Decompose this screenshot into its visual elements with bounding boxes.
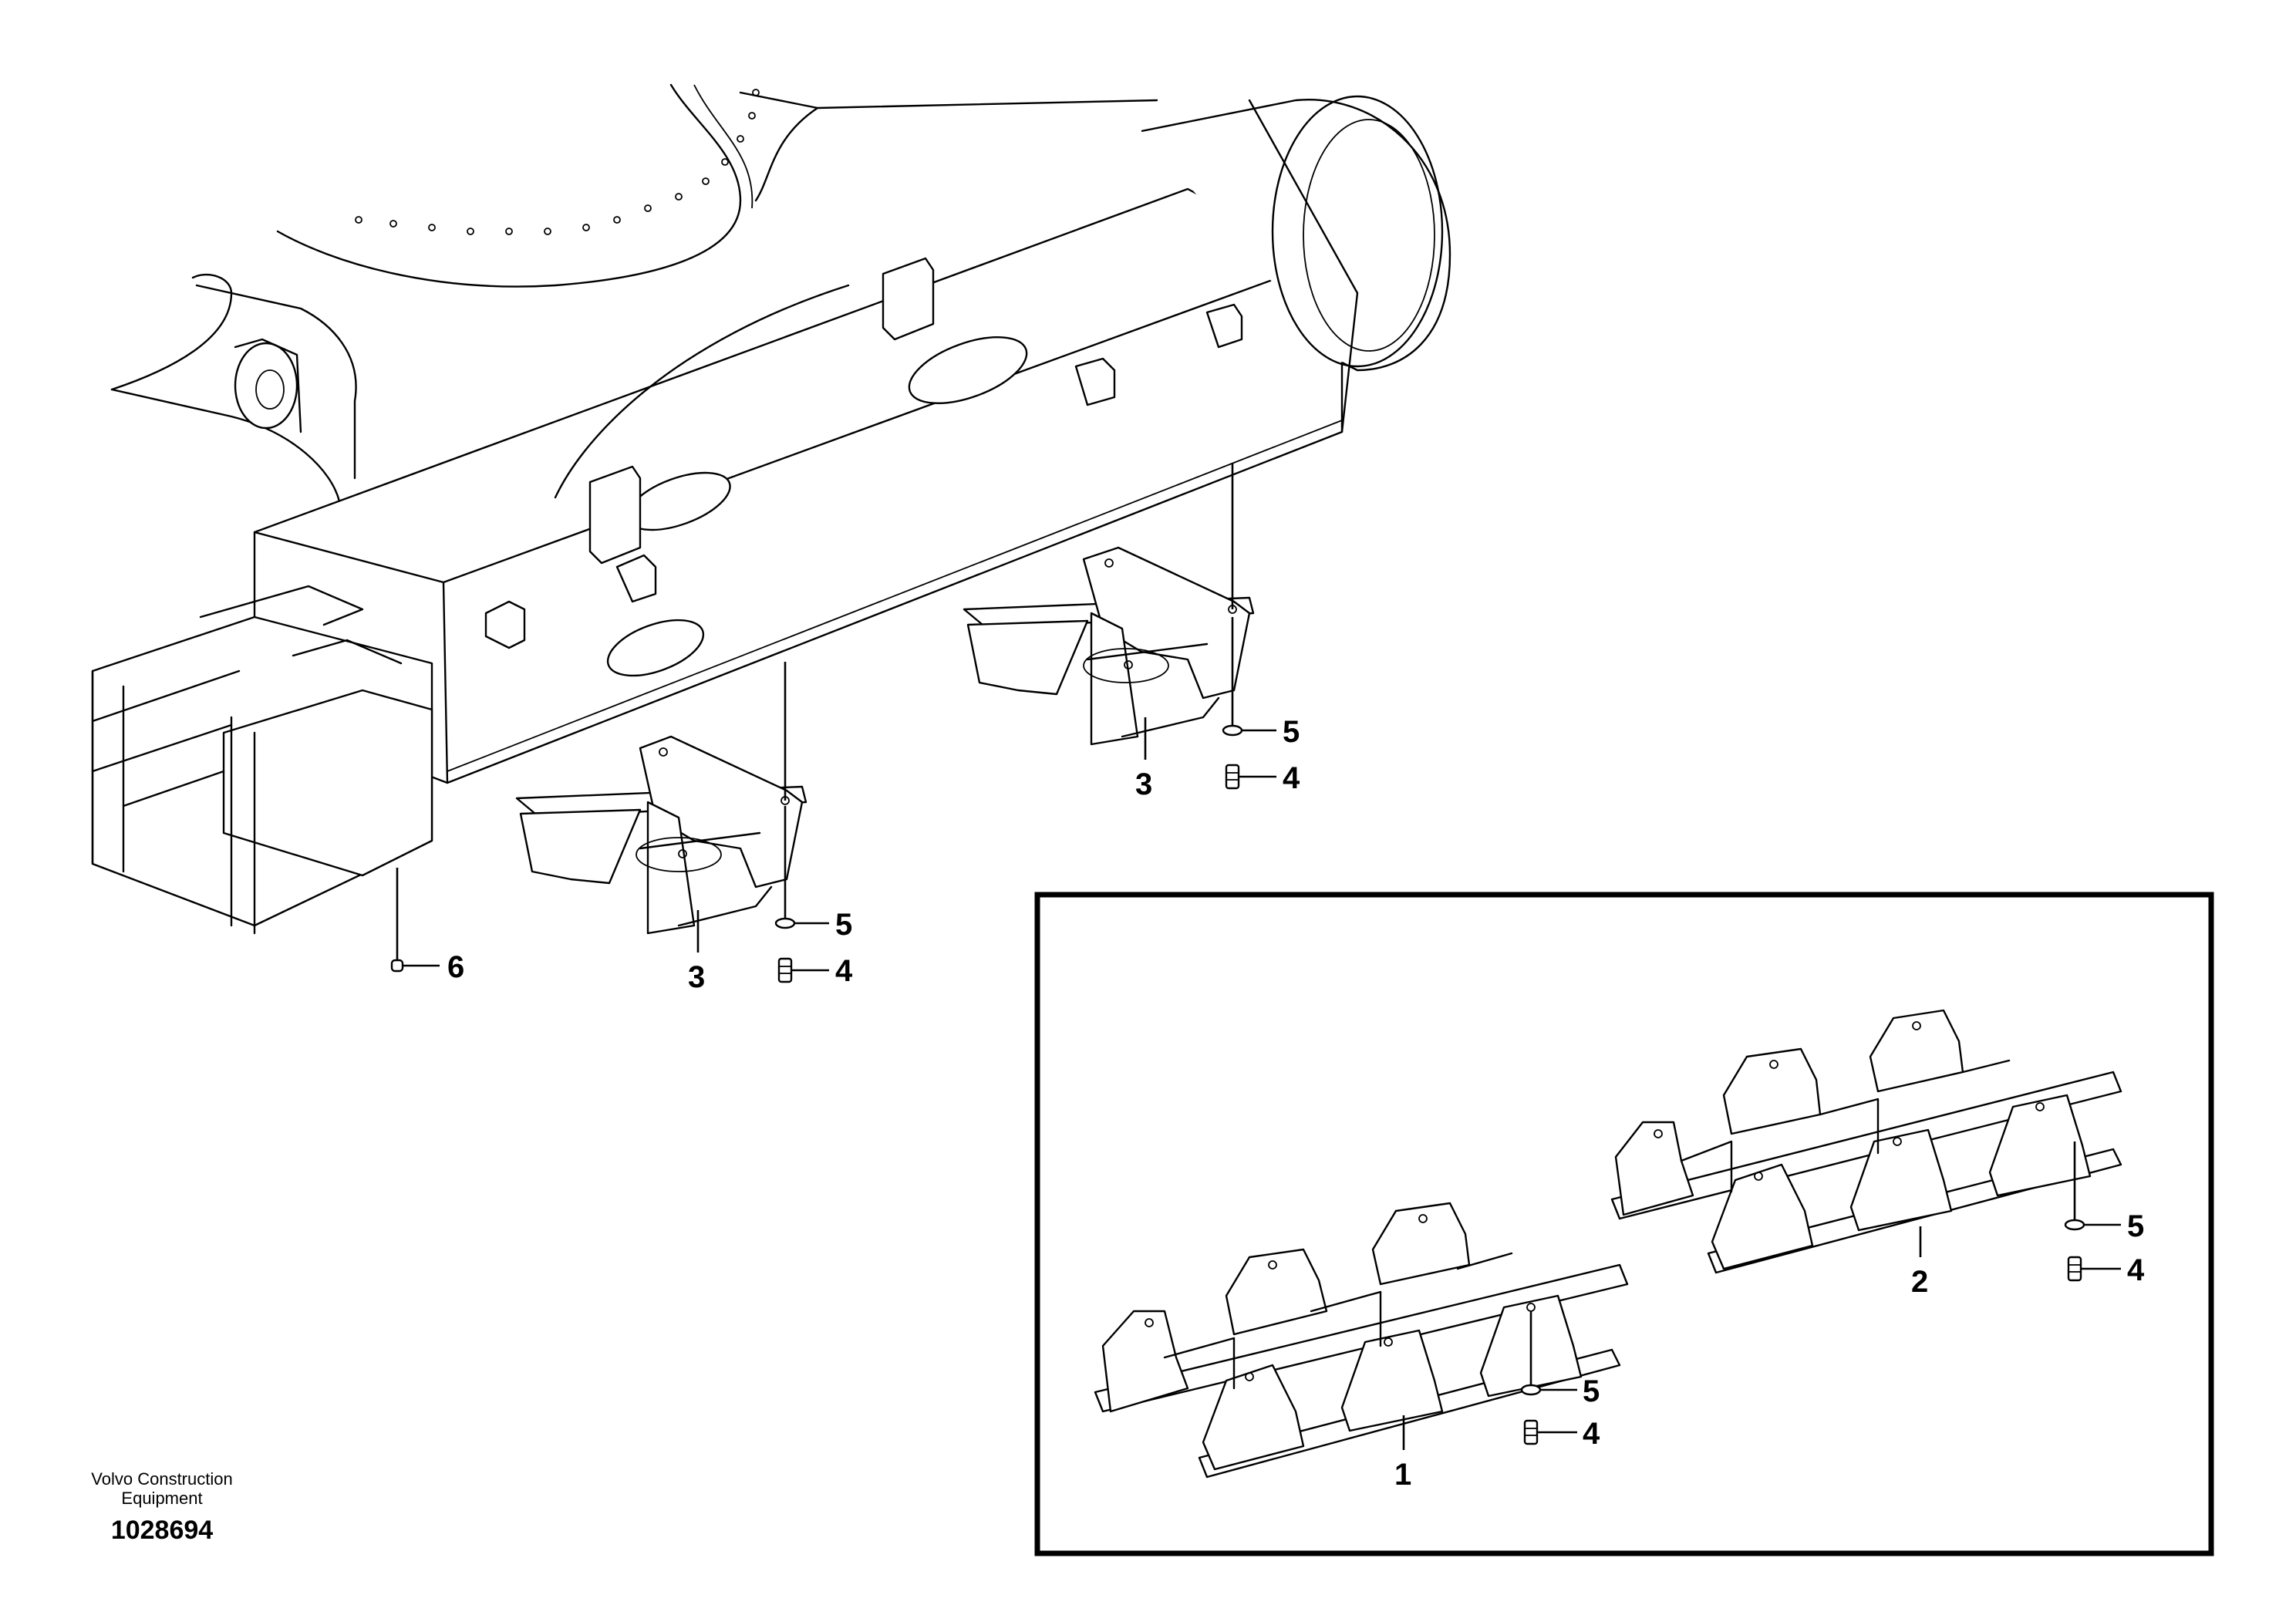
bolt-rear: [1225, 764, 1240, 790]
detail-frame: [1034, 892, 2214, 1556]
callout-1: 1: [1394, 1458, 1411, 1492]
plug: [390, 959, 404, 973]
washer-rear: [1222, 724, 1243, 737]
track-guard-bracket-center: [515, 735, 807, 935]
bolt-center: [777, 957, 793, 983]
drawing-number: 1028694: [111, 1516, 213, 1545]
washer-center: [774, 917, 796, 929]
callout-5-detail-guard-1: 5: [1583, 1374, 1600, 1408]
callout-5-rear: 5: [1283, 715, 1300, 749]
company-name-line-2: Equipment: [121, 1489, 202, 1508]
callout-3-rear: 3: [1135, 767, 1152, 801]
track-guard-bracket-rear: [963, 546, 1255, 746]
callout-4-center: 4: [835, 954, 853, 988]
callout-3-center: 3: [688, 960, 705, 994]
undercarriage-frame: [91, 83, 1451, 935]
track-guard-full-length: [1094, 1202, 1629, 1479]
callout-6: 6: [447, 950, 464, 984]
callout-2: 2: [1911, 1265, 1928, 1299]
company-name-line-1: Volvo Construction: [91, 1469, 232, 1489]
bolt-detail-guard-1: [1523, 1419, 1539, 1445]
bolt-detail-guard-2: [2067, 1256, 2082, 1282]
track-guard-segmented: [1610, 1009, 2122, 1274]
callout-5-center: 5: [835, 908, 852, 942]
washer-detail-guard-1: [1520, 1384, 1542, 1396]
callout-5-detail-guard-2: 5: [2127, 1209, 2144, 1243]
callout-4-detail-guard-2: 4: [2127, 1253, 2145, 1287]
callout-4-detail-guard-1: 4: [1583, 1417, 1600, 1451]
callout-4-rear: 4: [1283, 761, 1300, 795]
washer-detail-guard-2: [2064, 1219, 2085, 1231]
slewing-ring-bolt-holes: [355, 89, 760, 235]
